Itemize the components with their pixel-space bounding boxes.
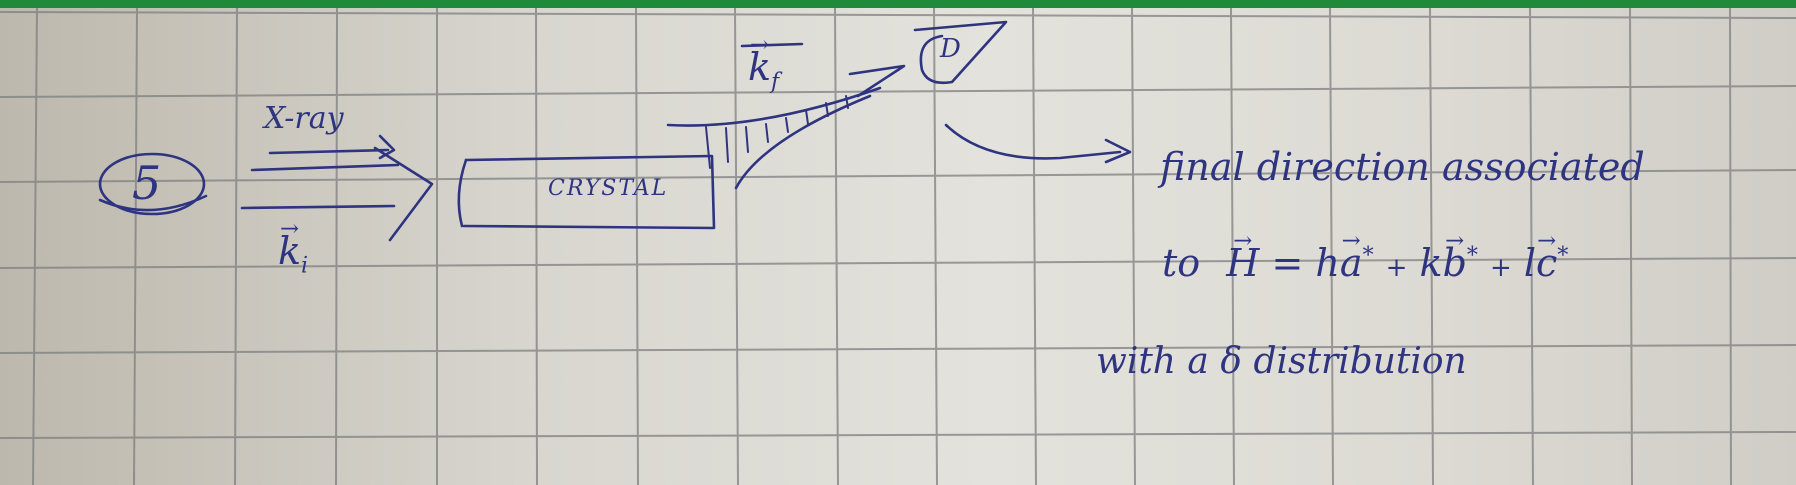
- vector-H: H: [1226, 244, 1259, 282]
- final-wavevector-label: kf: [748, 48, 779, 94]
- notebook-cover-edge: [0, 0, 1796, 8]
- star-a: *: [1362, 243, 1374, 269]
- detector-label: D: [940, 34, 961, 64]
- item-number: 5: [132, 156, 162, 210]
- vector-b: b: [1443, 244, 1467, 282]
- incident-wavevector-label: ki: [278, 232, 308, 278]
- xray-arrow-upper-shaft: [250, 163, 400, 172]
- diffracted-beam-hatching: [705, 95, 849, 169]
- detector-outline: [913, 20, 1008, 85]
- vector-c: c: [1536, 244, 1557, 282]
- diffracted-arrowhead: [848, 64, 906, 98]
- index-h: h: [1315, 241, 1340, 285]
- xray-arrow-head: [373, 146, 434, 242]
- star-c: *: [1557, 243, 1569, 269]
- xray-label-arrowhead: [378, 134, 396, 160]
- final-wavevector-subscript: f: [771, 69, 780, 95]
- xray-label: X-ray: [264, 101, 344, 136]
- note-line-2: to H = ha* + kb* + lc*: [1162, 244, 1568, 282]
- star-b: *: [1466, 243, 1478, 269]
- crystal-outline: [462, 154, 716, 230]
- vector-a: a: [1340, 244, 1363, 282]
- incident-wavevector-symbol: k: [278, 232, 301, 270]
- diffracted-beam-lower: [734, 94, 872, 190]
- index-k: k: [1419, 241, 1443, 285]
- xray-arrow-lower-shaft: [240, 204, 396, 210]
- item-number-circle: [98, 152, 206, 216]
- note-line-1: final direction associated: [1160, 145, 1645, 189]
- crystal-left-bracket: [457, 158, 468, 228]
- incident-wavevector-subscript: i: [301, 253, 309, 279]
- plus-sign-1: +: [1385, 253, 1408, 283]
- item-number-underline: [98, 194, 208, 212]
- index-l: l: [1523, 241, 1537, 285]
- diffracted-beam-upper: [666, 86, 882, 127]
- plus-sign-2: +: [1490, 253, 1512, 283]
- note-line-2-prefix: to: [1162, 241, 1201, 285]
- final-wavevector-symbol: k: [748, 48, 771, 86]
- note-connector-arrowhead: [1104, 138, 1132, 164]
- equals-sign: =: [1271, 241, 1304, 285]
- note-line-3: with a δ distribution: [1096, 341, 1467, 382]
- xray-label-arrow: [268, 148, 390, 155]
- ink-sketch: [98, 20, 1132, 242]
- note-connector-curve: [944, 123, 1122, 160]
- crystal-label: CRYSTAL: [548, 176, 669, 201]
- grid-lines: [0, 7, 1796, 485]
